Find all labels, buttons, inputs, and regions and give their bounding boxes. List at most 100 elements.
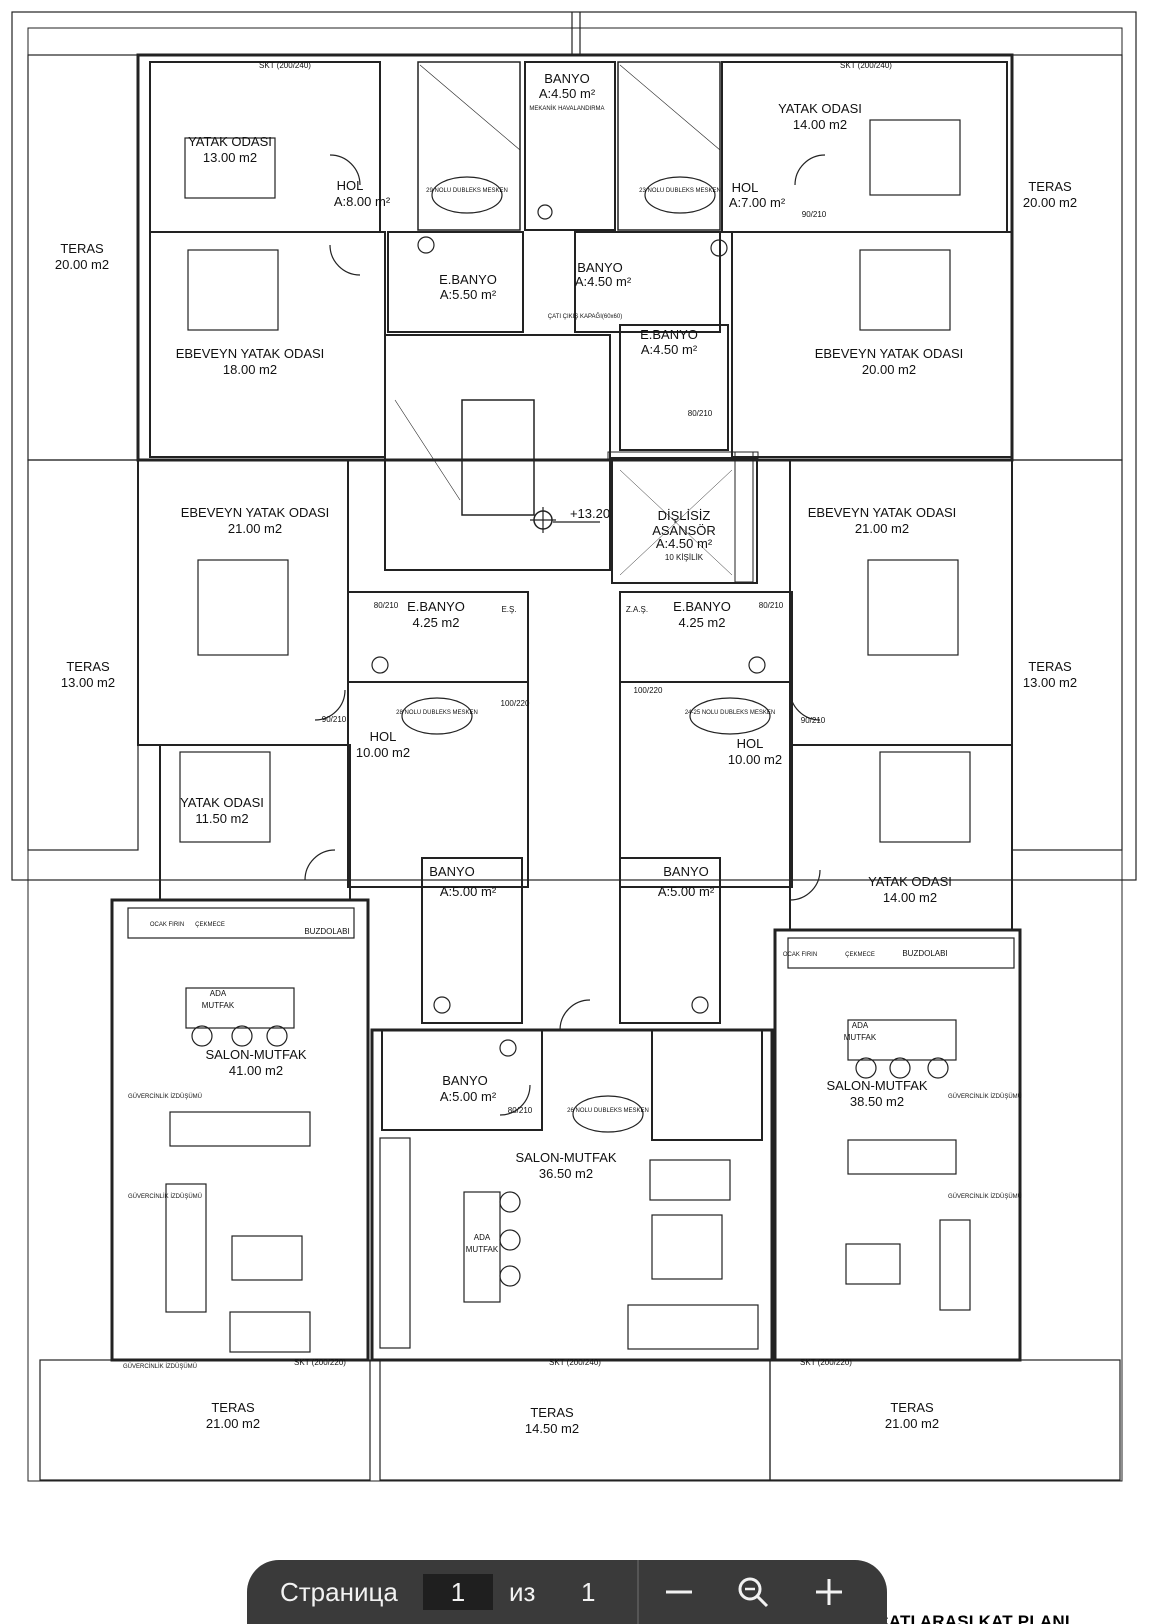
island-label: MUTFAK (844, 1033, 877, 1042)
kitchen-label: ÇEKMECE (195, 922, 225, 928)
door-label: 100/220 (634, 686, 663, 695)
kitchen-label: OCAK FIRIN (150, 922, 184, 928)
door-label: 80/210 (759, 601, 784, 610)
room-name: TERAS (211, 1400, 255, 1415)
unit-label: 28 NOLU DUBLEKS MESKEN (396, 710, 478, 716)
guvercinlik-label: GÜVERCİNLİK İZDÜŞÜMÜ (128, 1093, 202, 1100)
room-name: BANYO (544, 71, 590, 86)
room-area: 21.00 m2 (855, 521, 909, 536)
room-name: TERAS (1028, 179, 1072, 194)
island-label: ADA (474, 1233, 491, 1242)
unit-label: 24-25 NOLU DUBLEKS MESKEN (685, 710, 775, 716)
page-number-input[interactable] (423, 1574, 493, 1610)
room-name: BANYO (663, 864, 709, 879)
search-button[interactable] (733, 1572, 773, 1612)
room-name: BANYO (577, 260, 623, 275)
room-area: A:4.50 m² (641, 342, 698, 357)
shaft-label: E.Ş. (501, 605, 516, 614)
zoom-search-icon (738, 1577, 769, 1608)
room-name: EBEVEYN YATAK ODASI (176, 346, 325, 361)
kitchen-label: BUZDOLABI (304, 927, 349, 936)
guvercinlik-label: GÜVERCİNLİK İZDÜŞÜMÜ (948, 1093, 1022, 1100)
room-name: YATAK ODASI (868, 874, 952, 889)
room-area: A:5.00 m² (658, 884, 715, 899)
island-label: ADA (852, 1021, 869, 1030)
elevator-name: DİŞLİSİZ (658, 508, 711, 523)
door-label: 90/210 (801, 716, 826, 725)
room-area: A:5.50 m² (440, 287, 497, 302)
unit-label: 26 NOLU DUBLEKS MESKEN (567, 1108, 649, 1114)
room-area: 10.00 m2 (728, 752, 782, 767)
guvercinlik-label: GÜVERCİNLİK İZDÜŞÜMÜ (948, 1193, 1022, 1200)
shaft-label: Z.A.Ş. (626, 605, 648, 614)
guvercinlik-label: GÜVERCİNLİK İZDÜŞÜMÜ (128, 1193, 202, 1200)
room-name: YATAK ODASI (778, 101, 862, 116)
door-label: 90/210 (802, 210, 827, 219)
room-name: BANYO (429, 864, 475, 879)
room-area: 18.00 m2 (223, 362, 277, 377)
room-area: 4.25 m2 (679, 615, 726, 630)
room-area: A:7.00 m² (729, 195, 786, 210)
room-area: A:4.50 m² (575, 274, 632, 289)
room-name: E.BANYO (673, 599, 731, 614)
island-label: ADA (210, 989, 227, 998)
minus-icon (666, 1590, 692, 1594)
zoom-out-button[interactable] (659, 1572, 699, 1612)
door-label: 80/210 (688, 409, 713, 418)
kitchen-label: OCAK FIRIN (783, 952, 817, 958)
room-area: A:5.00 m² (440, 884, 497, 899)
room-area: 38.50 m2 (850, 1094, 904, 1109)
room-area: A:5.00 m² (440, 1089, 497, 1104)
pdf-toolbar: Страница из 1 (247, 1560, 887, 1624)
zoom-in-button[interactable] (809, 1572, 849, 1612)
page-label: Страница (280, 1577, 398, 1607)
room-name: SALON-MUTFAK (205, 1047, 306, 1062)
room-area: 10.00 m2 (356, 745, 410, 760)
room-name: HOL (337, 178, 364, 193)
room-name: SALON-MUTFAK (515, 1150, 616, 1165)
room-name: E.BANYO (407, 599, 465, 614)
room-name: TERAS (66, 659, 110, 674)
unit-label: 29 NOLU DUBLEKS MESKEN (426, 188, 508, 194)
room-area: 20.00 m2 (1023, 195, 1077, 210)
room-area: 13.00 m2 (203, 150, 257, 165)
elevator-name: ASANSÖR (652, 523, 716, 538)
door-label: 90/210 (322, 715, 347, 724)
room-name: E.BANYO (439, 272, 497, 287)
door-label: 80/210 (374, 601, 399, 610)
of-label: из (509, 1577, 536, 1607)
room-name: TERAS (1028, 659, 1072, 674)
guvercinlik-label: GÜVERCİNLİK İZDÜŞÜMÜ (123, 1363, 197, 1370)
island-label: MUTFAK (466, 1245, 499, 1254)
door-label: 100/220 (501, 699, 530, 708)
room-area: 21.00 m2 (228, 521, 282, 536)
room-name: BANYO (442, 1073, 488, 1088)
room-name: YATAK ODASI (188, 134, 272, 149)
kitchen-label: ÇEKMECE (845, 952, 875, 958)
window-label: SKT (200/240) (259, 61, 311, 70)
room-name: HOL (732, 180, 759, 195)
toolbar-divider (637, 1560, 639, 1624)
room-area: 14.00 m2 (883, 890, 937, 905)
room-name: EBEVEYN YATAK ODASI (815, 346, 964, 361)
room-area: 13.00 m2 (61, 675, 115, 690)
room-area: 21.00 m2 (206, 1416, 260, 1431)
room-area: 21.00 m2 (885, 1416, 939, 1431)
elevator-capacity: 10 KİŞİLİK (665, 553, 704, 562)
room-area: A:8.00 m² (334, 194, 391, 209)
window-label: SKT (200/240) (549, 1358, 601, 1367)
plus-icon (816, 1579, 842, 1605)
window-label: SKT (200/240) (840, 61, 892, 70)
room-area: 4.25 m2 (413, 615, 460, 630)
level-marker: +13.20 (570, 506, 610, 521)
room-name: HOL (370, 729, 397, 744)
door-label: 80/210 (508, 1106, 533, 1115)
room-area: 14.00 m2 (793, 117, 847, 132)
room-name: EBEVEYN YATAK ODASI (808, 505, 957, 520)
room-name: E.BANYO (640, 327, 698, 342)
roof-hatch-label: ÇATI ÇIKIŞ KAPAĞI(60x60) (548, 313, 622, 320)
room-area: 36.50 m2 (539, 1166, 593, 1181)
room-area: 20.00 m2 (862, 362, 916, 377)
